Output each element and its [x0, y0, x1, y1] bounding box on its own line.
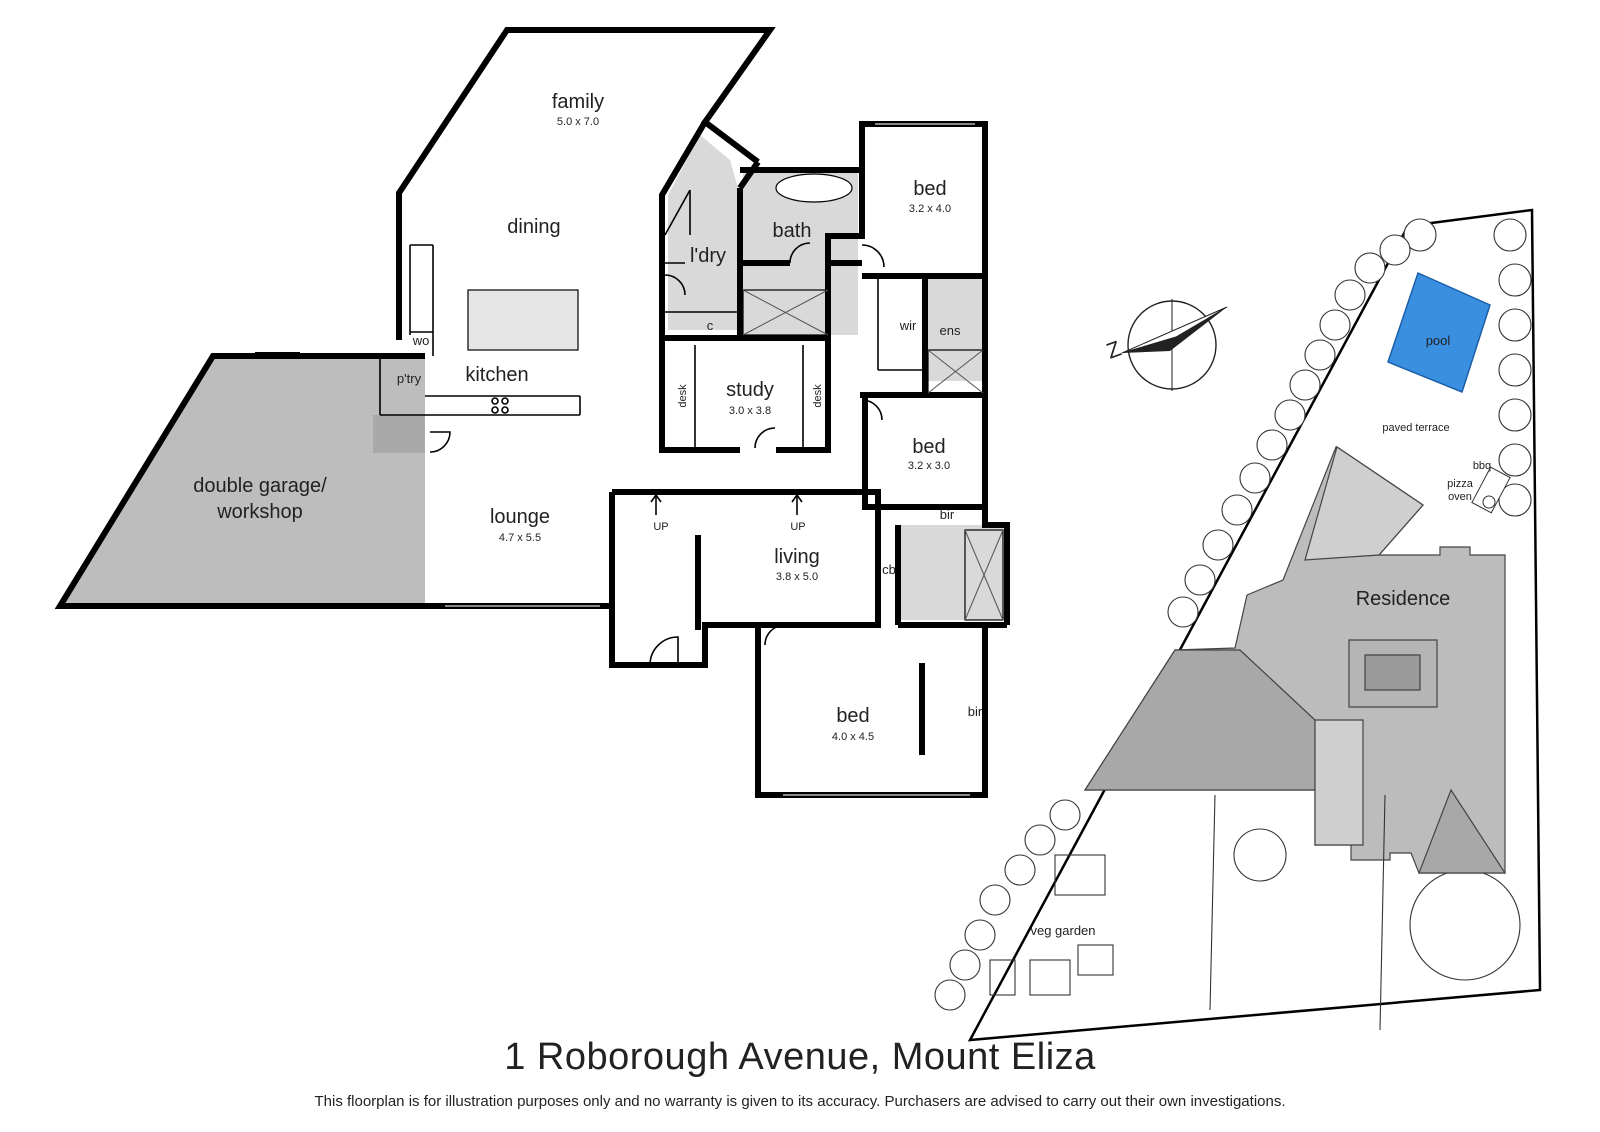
garage-label-line2: workshop [216, 501, 303, 523]
bbq-label: bbq [1473, 460, 1491, 472]
garage-area [54, 352, 425, 609]
house-walls [379, 27, 1010, 798]
living-label: living [774, 546, 820, 568]
lounge-dim: 4.7 x 5.5 [499, 532, 541, 544]
kitchen-label: kitchen [465, 364, 528, 386]
bed3-label: bed [836, 705, 869, 727]
page-title: 1 Roborough Avenue, Mount Eliza [504, 1036, 1096, 1078]
residence-label: Residence [1356, 588, 1451, 610]
bed1-label: bed [913, 178, 946, 200]
wo-label: wo [412, 333, 430, 348]
laundry-label: l'dry [690, 245, 726, 267]
up-right-label: UP [790, 521, 805, 533]
wet-areas [668, 135, 1008, 620]
wir-label: wir [899, 318, 917, 333]
desk-left-label: desk [677, 384, 689, 408]
study-dim: 3.0 x 3.8 [729, 405, 771, 417]
bed2-dim: 3.2 x 3.0 [908, 460, 950, 472]
pizza-oven-label-line2: oven [1448, 491, 1472, 503]
site-plan: pool paved terrace bbq pizza oven Reside… [934, 208, 1542, 1042]
veg-garden-label: veg garden [1030, 923, 1095, 938]
lounge-label: lounge [490, 506, 550, 528]
study-label: study [726, 379, 774, 401]
svg-text:Z: Z [1103, 336, 1124, 364]
ens-label: ens [940, 323, 961, 338]
disclaimer-text: This floorplan is for illustration purpo… [314, 1093, 1286, 1110]
room-labels: family 5.0 x 7.0 dining kitchen l'dry ba… [193, 91, 983, 743]
bed3-dim: 4.0 x 4.5 [832, 731, 874, 743]
compass-icon: Z [1103, 299, 1228, 391]
pantry-label: p'try [397, 371, 422, 386]
garage-label-line1: double garage/ [193, 475, 327, 497]
family-dim: 5.0 x 7.0 [557, 116, 599, 128]
cb-label: cb [882, 562, 896, 577]
dining-label: dining [507, 216, 560, 238]
family-label: family [552, 91, 604, 113]
residence-roof [1083, 446, 1507, 874]
paved-terrace-label: paved terrace [1382, 422, 1449, 434]
pizza-oven-label-line1: pizza [1447, 478, 1474, 490]
living-dim: 3.8 x 5.0 [776, 571, 818, 583]
pool-shape [1387, 271, 1491, 393]
bed2-label: bed [912, 436, 945, 458]
bath-label: bath [773, 220, 812, 242]
desk-right-label: desk [812, 384, 824, 408]
up-left-label: UP [653, 521, 668, 533]
pool-label: pool [1426, 333, 1451, 348]
bir-upper-label: bir [940, 507, 955, 522]
cupboard-label: c [707, 318, 714, 333]
bir-lower-label: bir [968, 704, 983, 719]
bed1-dim: 3.2 x 4.0 [909, 203, 951, 215]
